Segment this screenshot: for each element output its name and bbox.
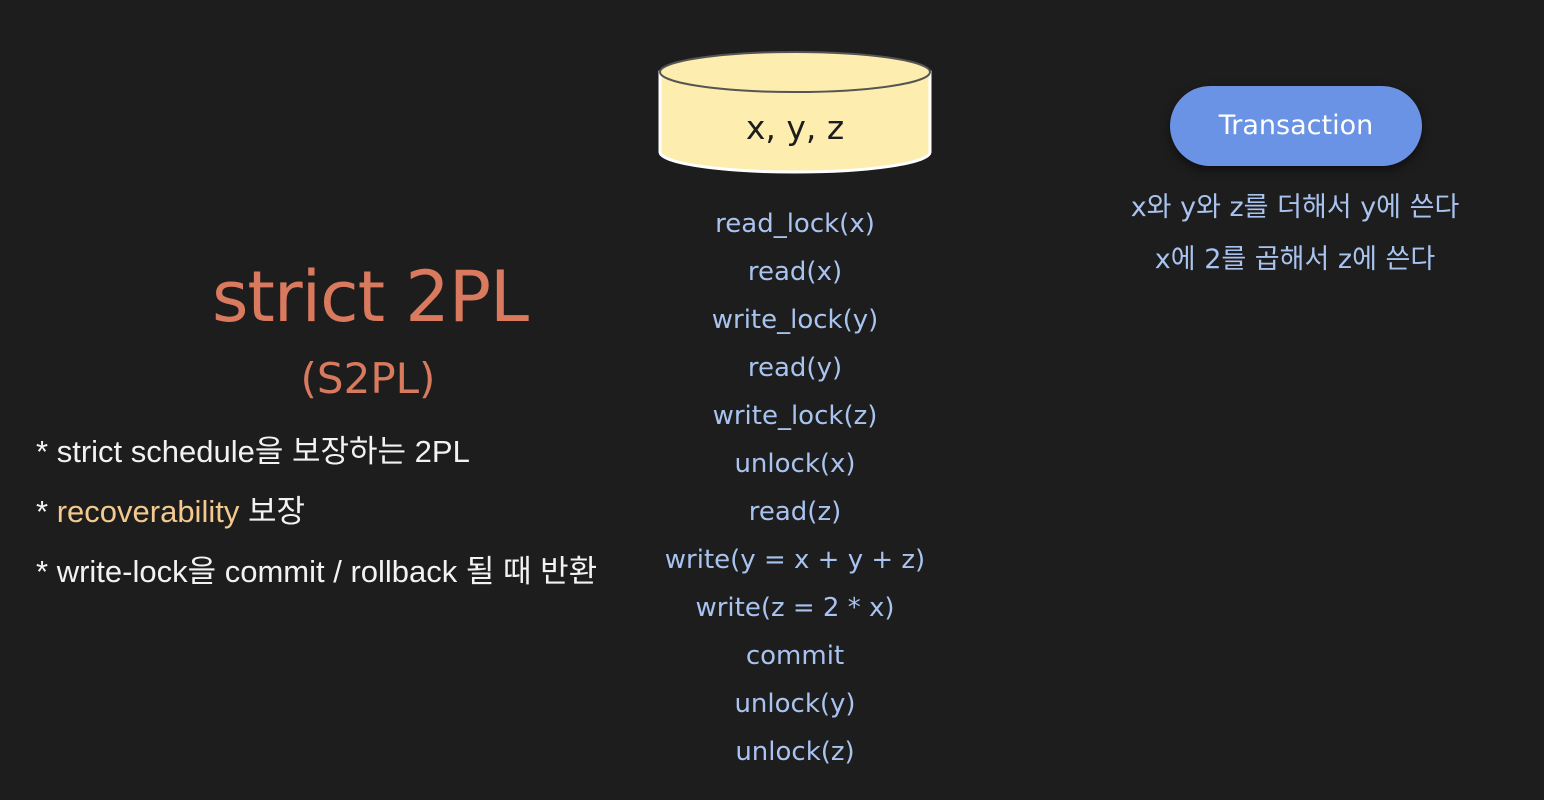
- database-cylinder: [658, 51, 932, 174]
- database-label: x, y, z: [745, 108, 845, 147]
- operation-item: write_lock(y): [711, 305, 879, 335]
- bullet-highlight: recoverability: [56, 494, 240, 529]
- operation-item: read(x): [747, 257, 843, 287]
- bullet-text: 보장: [239, 494, 305, 529]
- operation-item: write(z = 2 * x): [695, 593, 895, 623]
- bullet-item: * recoverability 보장: [36, 486, 597, 546]
- bullet-text: strict schedule을 보장하는 2PL: [56, 434, 470, 469]
- bullet-star: *: [36, 494, 49, 529]
- bullet-text: write-lock을 commit / rollback 될 때 반환: [56, 554, 598, 589]
- bullet-item: * write-lock을 commit / rollback 될 때 반환: [36, 546, 597, 606]
- operation-item: write_lock(z): [712, 401, 878, 431]
- operation-item: read(y): [747, 353, 843, 383]
- operation-item: read(z): [748, 497, 842, 527]
- operation-item: read_lock(x): [715, 209, 875, 239]
- bullet-star: *: [36, 434, 49, 469]
- transaction-line: x에 2를 곱해서 z에 쓴다: [1154, 244, 1436, 275]
- operation-item: unlock(z): [735, 737, 855, 767]
- operation-item: commit: [745, 641, 845, 671]
- transaction-line: x와 y와 z를 더해서 y에 쓴다: [1130, 192, 1460, 223]
- transaction-button: Transaction: [1170, 86, 1422, 166]
- bullet-star: *: [36, 554, 49, 589]
- page-subtitle: (S2PL): [300, 354, 436, 403]
- bullet-list: * strict schedule을 보장하는 2PL * recoverabi…: [36, 426, 597, 606]
- operation-item: unlock(y): [734, 689, 856, 719]
- page-title: strict 2PL: [211, 256, 529, 338]
- transaction-description: x와 y와 z를 더해서 y에 쓴다 x에 2를 곱해서 z에 쓴다: [1080, 182, 1510, 286]
- database-top: [659, 51, 931, 93]
- database-body: [658, 70, 932, 174]
- bullet-item: * strict schedule을 보장하는 2PL: [36, 426, 597, 486]
- operation-list: read_lock(x) read(x) write_lock(y) read(y) w…: [645, 200, 945, 776]
- operation-item: write(y = x + y + z): [664, 545, 926, 575]
- operation-item: unlock(x): [734, 449, 856, 479]
